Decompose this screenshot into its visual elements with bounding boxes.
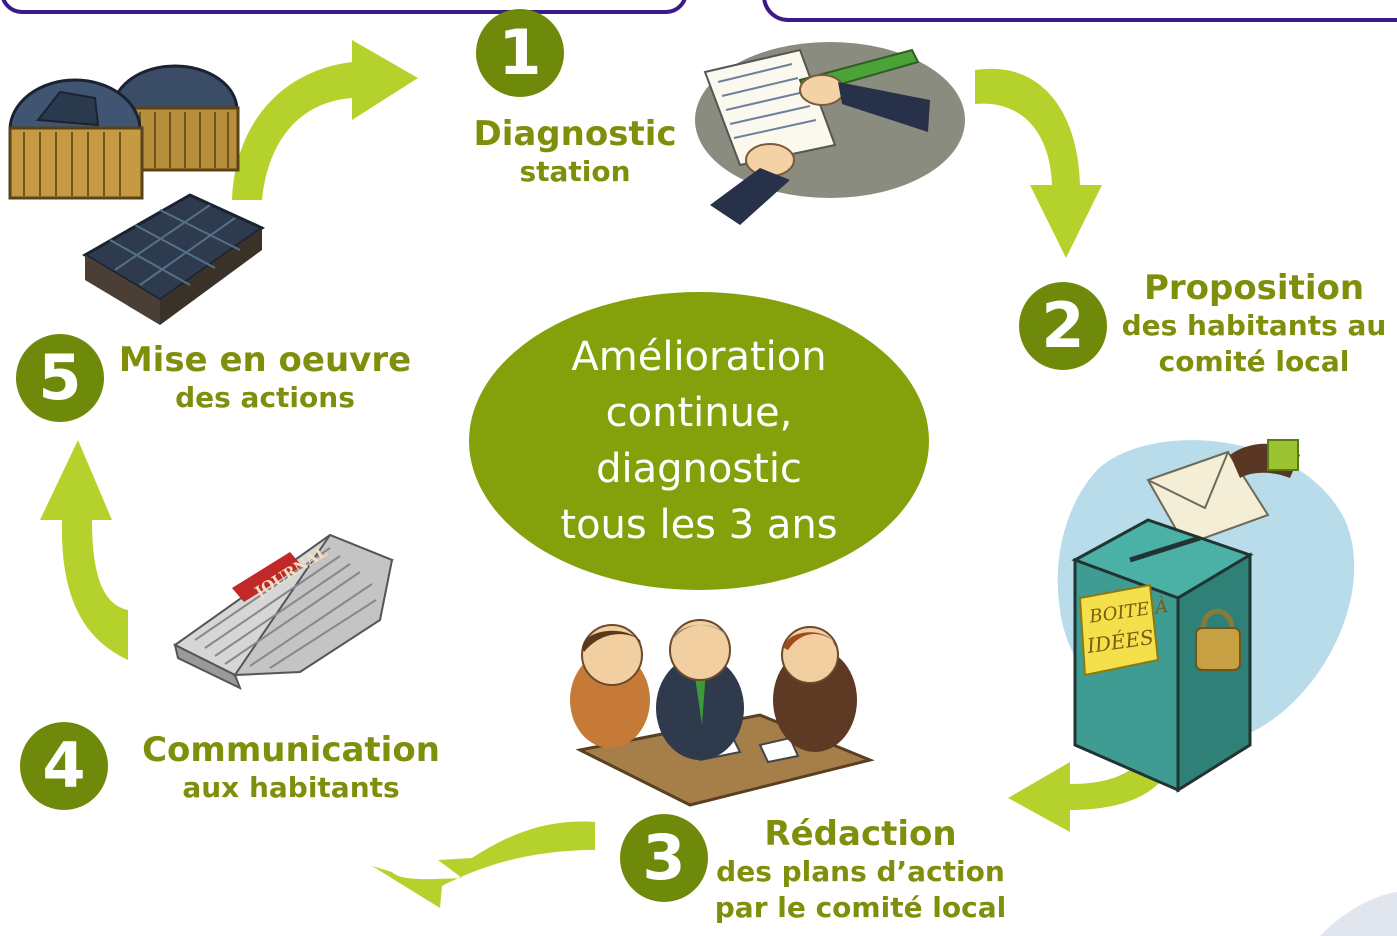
step-4-subtitle: aux habitants — [182, 771, 400, 804]
step-1-subtitle: station — [519, 155, 631, 188]
step-2-label: Proposition des habitants au comité loca… — [1114, 268, 1394, 380]
diagnostic-writing-illustration — [695, 42, 965, 225]
step-3-number: 3 — [620, 814, 708, 902]
center-line-2: continue, — [605, 390, 793, 436]
arrow-2-to-3 — [1008, 728, 1180, 832]
center-line-4: tous les 3 ans — [560, 502, 838, 548]
step-3-subtitle-1: des plans d’action — [716, 855, 1005, 888]
step-2-number: 2 — [1019, 282, 1107, 370]
arrow-1-to-2 — [975, 68, 1102, 258]
step-3-subtitle-2: par le comité local — [714, 891, 1007, 924]
step-4-label: Communication aux habitants — [126, 730, 456, 806]
step-3-label: Rédaction des plans d’action par le comi… — [708, 814, 1013, 926]
step-5-title: Mise en oeuvre — [118, 340, 412, 380]
arrow-4-to-5 — [40, 440, 128, 660]
step-2-subtitle-2: comité local — [1158, 345, 1350, 378]
center-line-3: diagnostic — [596, 446, 802, 492]
center-cycle-summary: Amélioration continue, diagnostic tous l… — [469, 292, 929, 590]
idea-box-illustration: BOITE À IDÉES — [1057, 439, 1355, 793]
step-5-subtitle: des actions — [175, 381, 355, 414]
step-2-title: Proposition — [1143, 268, 1365, 308]
corner-decoration — [1320, 892, 1397, 936]
step-3-title: Rédaction — [764, 814, 957, 854]
arrow-3-to-4 — [372, 821, 595, 908]
step-2-subtitle-1: des habitants au — [1121, 309, 1387, 342]
arrow-5-to-1 — [232, 40, 418, 200]
newspaper-illustration: JOURNAL — [173, 533, 395, 691]
step-1-title: Diagnostic — [473, 114, 677, 154]
step-1-number: 1 — [476, 9, 564, 97]
step-4-number: 4 — [20, 722, 108, 810]
step-4-title: Communication — [142, 730, 440, 770]
step-5-label: Mise en oeuvre des actions — [110, 340, 420, 416]
step-1-label: Diagnostic station — [470, 114, 680, 190]
step-5-number: 5 — [16, 334, 104, 422]
meeting-illustration — [570, 619, 875, 807]
center-line-1: Amélioration — [571, 334, 827, 380]
station-equipment-illustration — [8, 64, 265, 325]
